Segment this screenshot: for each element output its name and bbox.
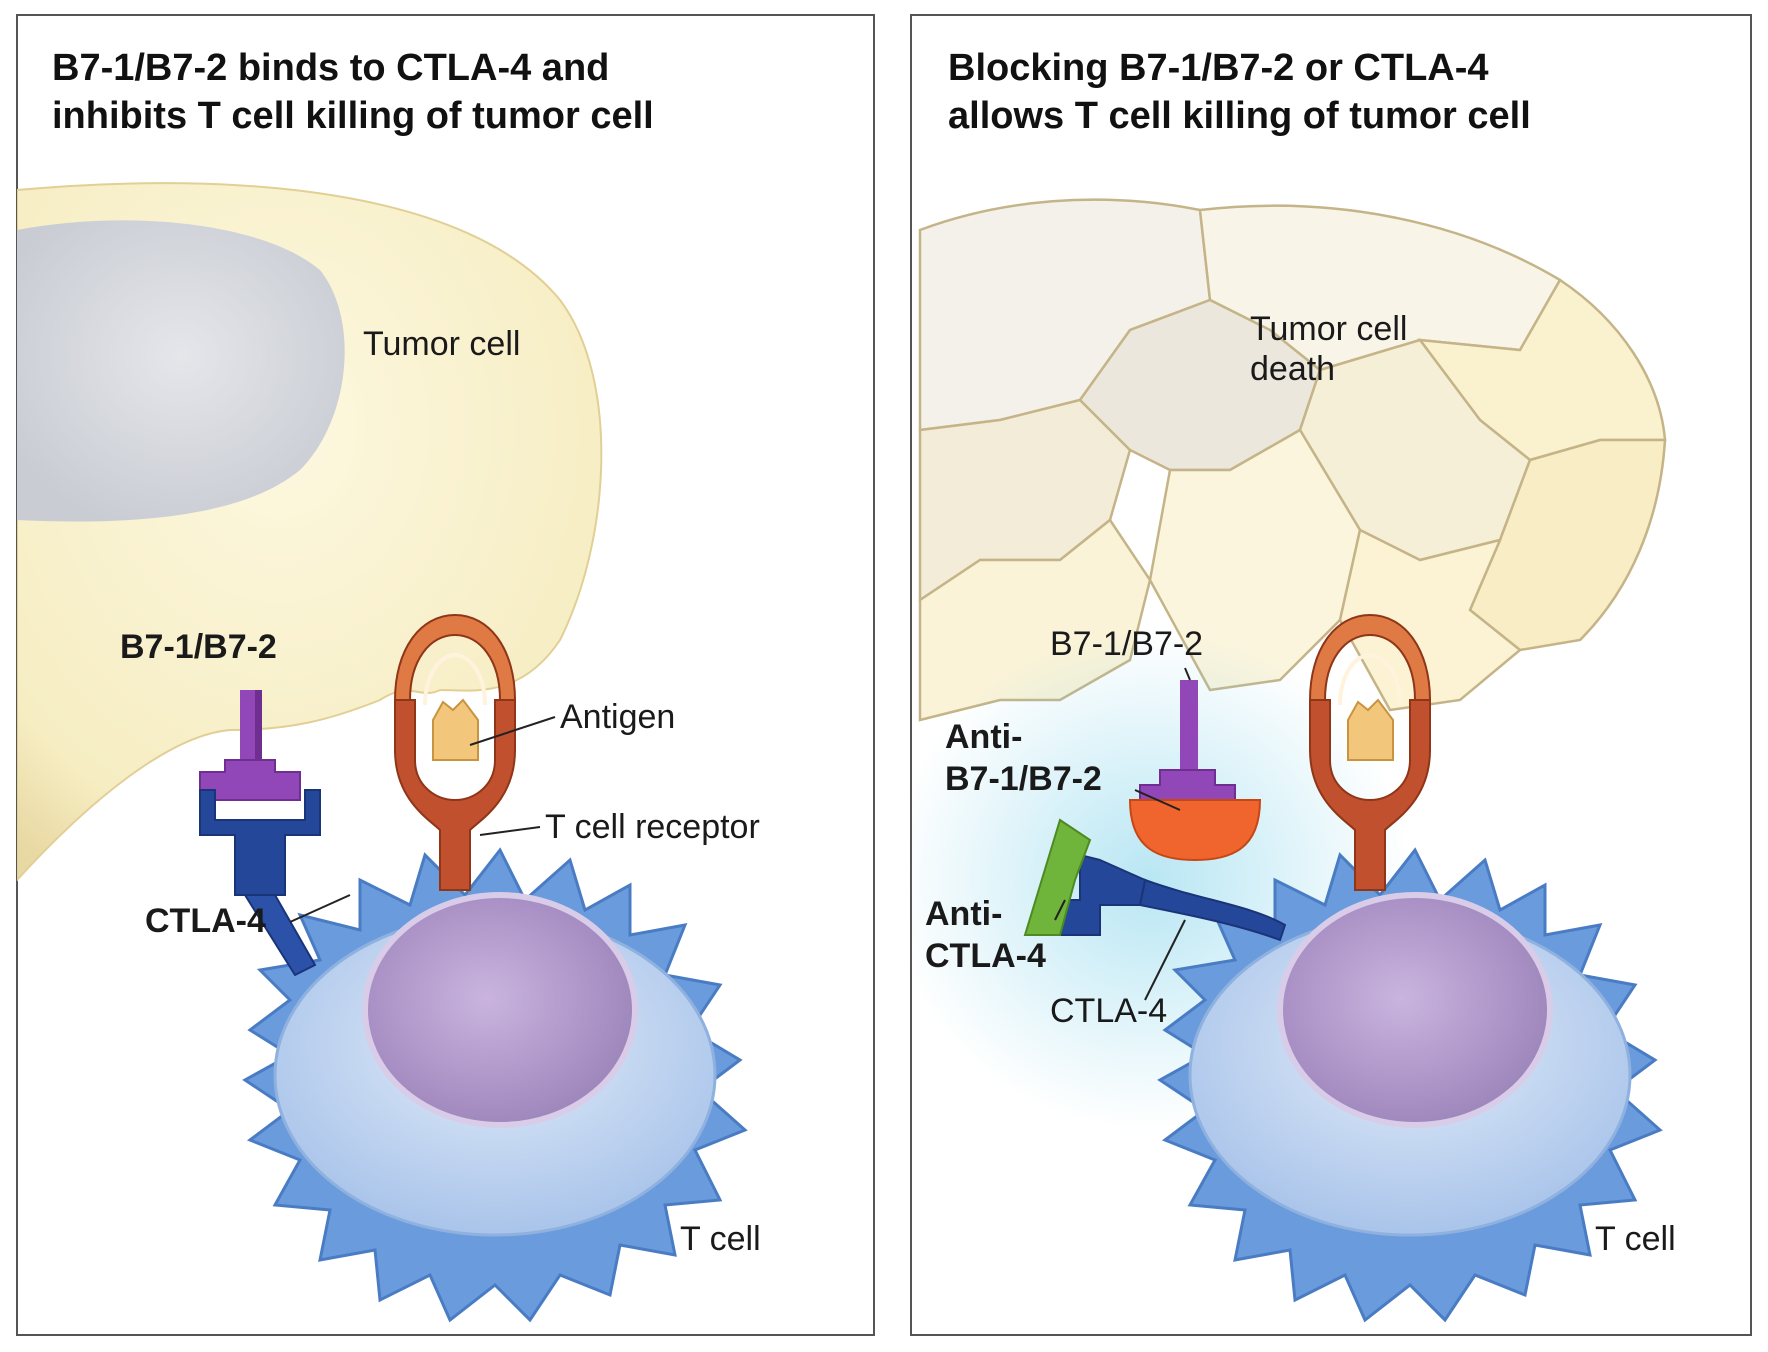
anti-b7-antibody [1128,799,1262,862]
antigen-right [1347,698,1394,761]
label-anti-b7-line1: Anti- [945,718,1022,756]
label-tumor-cell: Tumor cell [363,325,520,363]
ctla4-molecule [199,789,321,977]
left-title-line1: B7-1/B7-2 binds to CTLA-4 and [52,47,609,89]
label-tumor-death-line1: Tumor cell [1250,310,1407,348]
label-b7: B7-1/B7-2 [120,628,277,666]
label-tumor-death-line2: death [1250,350,1335,388]
label-b7-right: B7-1/B7-2 [1050,625,1203,663]
tcr-molecule-right [1308,613,1432,891]
antigen [432,698,479,761]
tumor-fragments [918,198,1667,722]
t-cell-nucleus-right [1277,892,1553,1128]
tumor-nucleus [17,220,345,522]
left-title-line2: inhibits T cell killing of tumor cell [52,95,654,137]
anti-ctla4-antibody [1023,818,1092,936]
label-t-cell: T cell [680,1220,761,1258]
label-anti-ctla4-line1: Anti- [925,895,1002,933]
t-cell-nucleus [362,892,638,1128]
label-antigen: Antigen [560,698,675,736]
right-title-line2: allows T cell killing of tumor cell [948,95,1531,137]
tcr-molecule [393,613,517,891]
label-ctla4: CTLA-4 [145,902,266,940]
label-tcr: T cell receptor [545,808,760,846]
label-anti-ctla4-line2: CTLA-4 [925,937,1046,975]
b7-molecule [199,690,301,801]
label-t-cell-right: T cell [1595,1220,1676,1258]
label-anti-b7-line2: B7-1/B7-2 [945,760,1102,798]
label-ctla4-right: CTLA-4 [1050,992,1167,1030]
right-title-line1: Blocking B7-1/B7-2 or CTLA-4 [948,47,1489,89]
left-panel: B7-1/B7-2 binds to CTLA-4 and inhibits T… [16,14,875,1336]
right-panel: Blocking B7-1/B7-2 or CTLA-4 allows T ce… [910,14,1752,1336]
